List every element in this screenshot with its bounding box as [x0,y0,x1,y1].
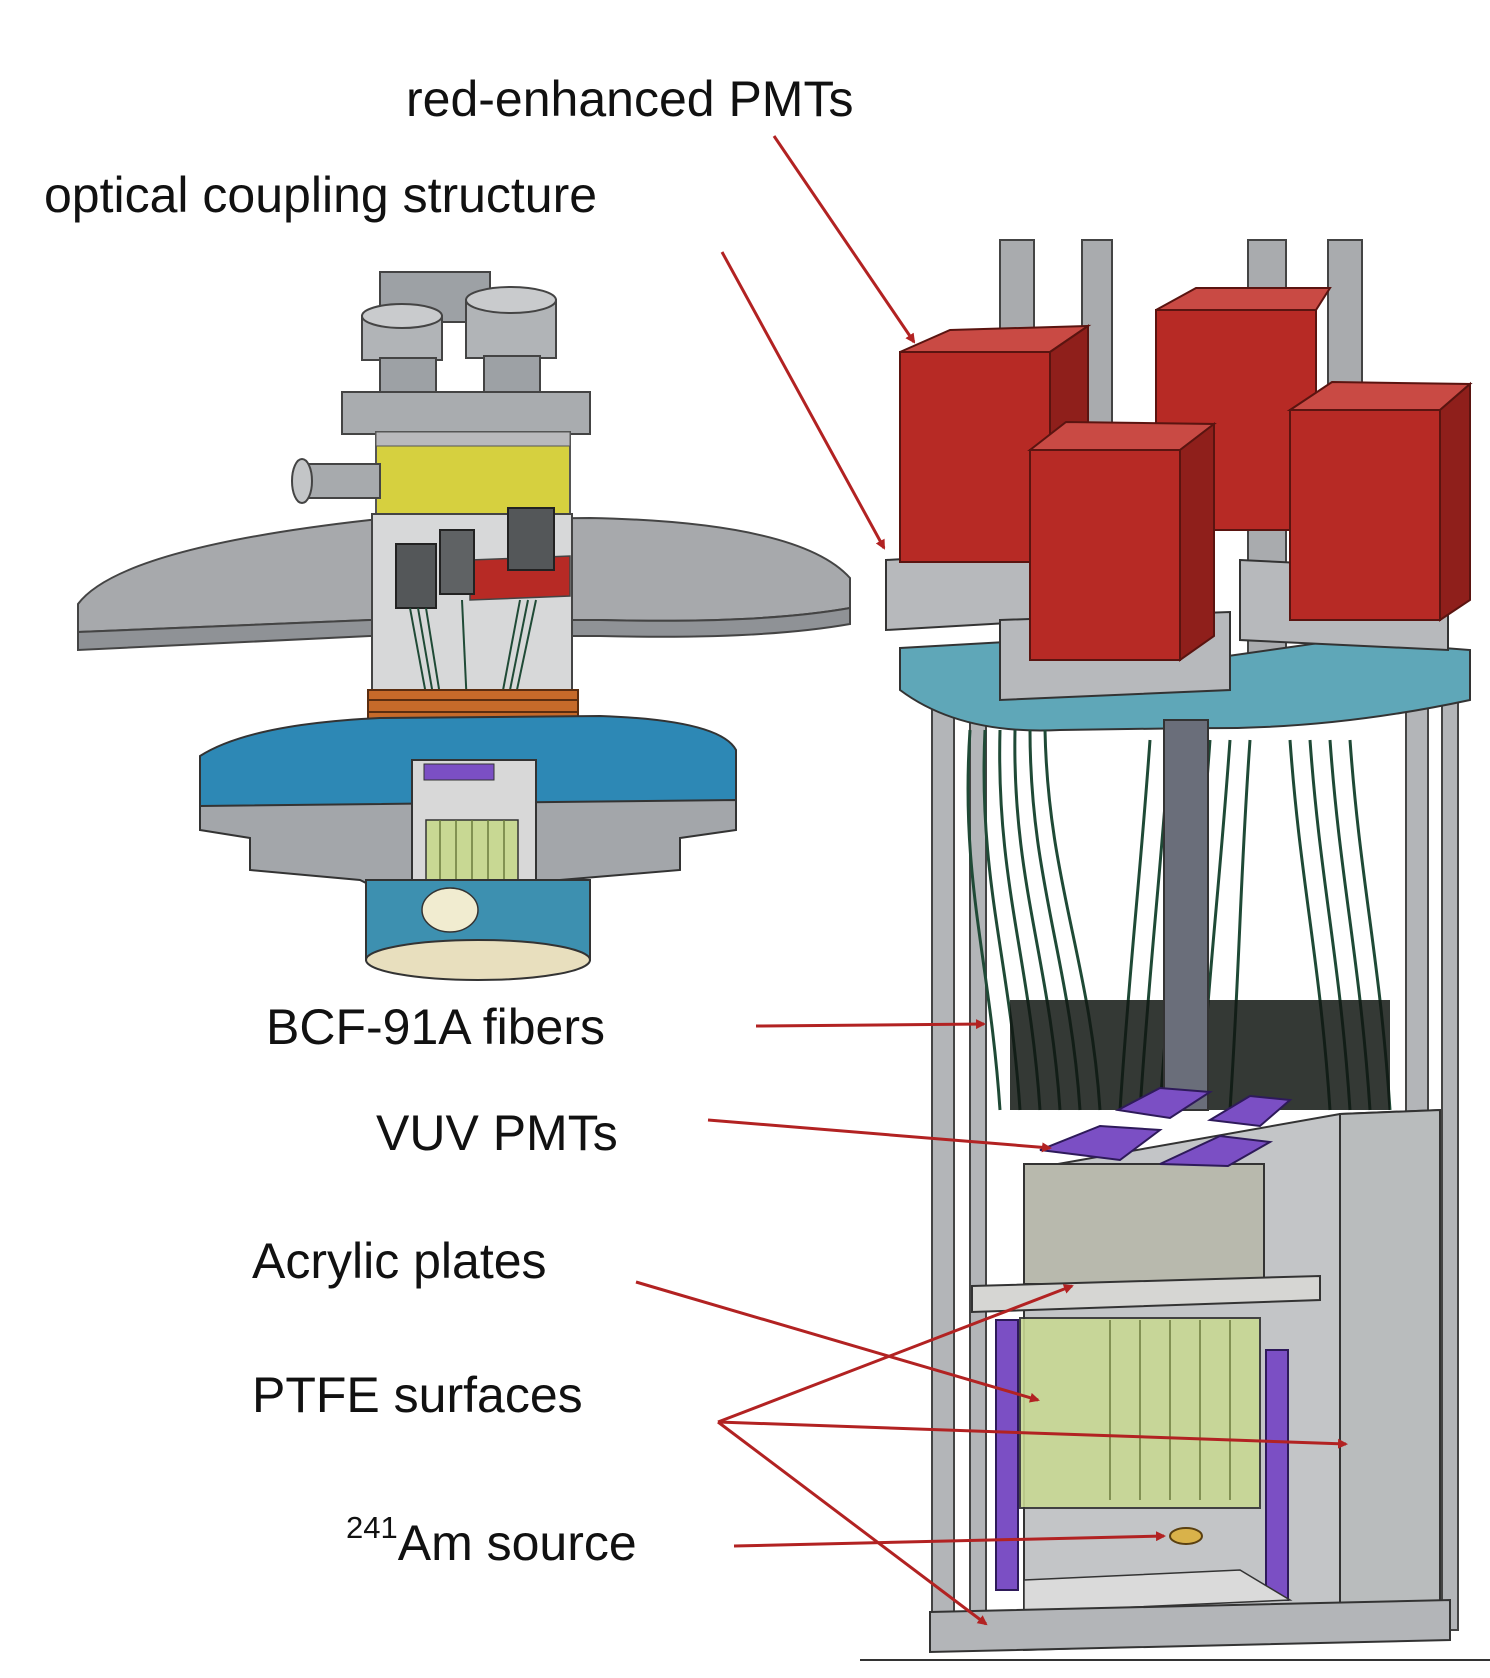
arrow-vuv-pmts [707,1118,1052,1153]
detector-assembly [860,239,1490,1661]
arrow-ptfe-plate [717,1284,1074,1424]
label-bcf-91a-fibers: BCF-91A fibers [266,999,606,1055]
red-pmt-blocks [899,287,1473,662]
label-ptfe-surfaces: PTFE surfaces [252,1367,583,1423]
arrow-acrylic [635,1280,1040,1403]
label-optical-coupling-structure: optical coupling structure [44,167,598,223]
label-am-source: 241Am source [346,1512,637,1571]
vuv-pmt-blocks [1039,1086,1293,1168]
arrow-am-source [733,1531,1166,1548]
cf-flanges [361,286,557,397]
arrow-red-pmts [772,135,916,344]
label-red-enhanced-pmts: red-enhanced PMTs [406,71,854,127]
cryostat-cutaway [77,271,851,981]
arrow-ptfe-floor [717,1420,988,1626]
label-vuv-pmts: VUV PMTs [376,1105,618,1161]
arrow-ptfe-wall [717,1420,1348,1449]
label-am-source-text: Am source [397,1515,637,1571]
label-am-mass-number: 241 [346,1510,398,1545]
arrow-coupling [720,251,886,550]
callout-arrows [635,135,1348,1626]
arrow-fibers [755,1019,986,1030]
label-acrylic-plates: Acrylic plates [252,1233,547,1289]
